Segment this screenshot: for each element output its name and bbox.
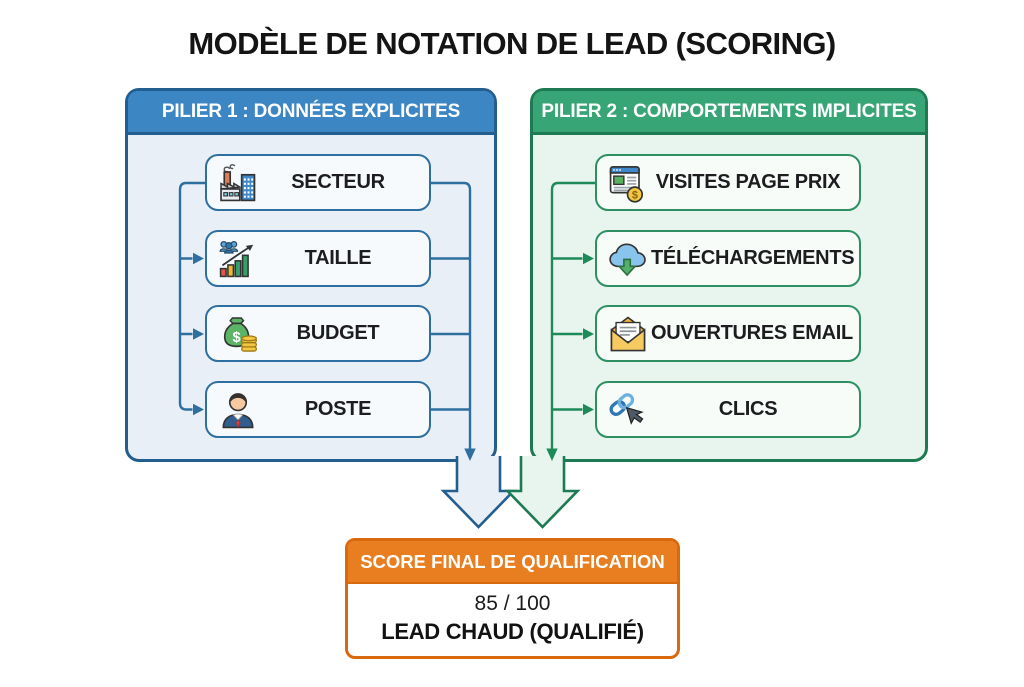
item-label: BUDGET [296, 322, 380, 344]
page-title: MODÈLE DE NOTATION DE LEAD (SCORING) [188, 26, 836, 61]
businessperson-icon [215, 387, 261, 433]
pricing-page-icon: $ [605, 160, 651, 206]
pillar2-item-clics: CLICS [595, 381, 861, 438]
pillar1-header: PILIER 1 : DONNÉES EXPLICITES [128, 91, 494, 135]
item-label: TÉLÉCHARGEMENTS [651, 247, 855, 269]
pillar2-item-ouvertures-email: OUVERTURES EMAIL [595, 305, 861, 362]
item-label: SECTEUR [291, 171, 385, 193]
svg-text:$: $ [632, 189, 638, 201]
item-label: VISITES PAGE PRIX [655, 171, 841, 193]
link-cursor-icon [605, 387, 651, 433]
factory-icon [215, 160, 261, 206]
pillar1-item-secteur: SECTEUR [205, 154, 431, 211]
pillar1-big-arrow [440, 456, 517, 529]
pillar2-header: PILIER 2 : COMPORTEMENTS IMPLICITES [533, 91, 925, 135]
pillar1-item-poste: POSTE [205, 381, 431, 438]
pillar1-item-taille: TAILLE [205, 230, 431, 287]
money-bag-icon: $ [215, 311, 261, 357]
pillar2-item-telechargements: TÉLÉCHARGEMENTS [595, 230, 861, 287]
growth-chart-icon [215, 236, 261, 282]
score-header: SCORE FINAL DE QUALIFICATION [348, 541, 677, 584]
pillar2-item-visites-page-prix: $ VISITES PAGE PRIX [595, 154, 861, 211]
open-email-icon [605, 311, 651, 357]
score-status: LEAD CHAUD (QUALIFIÉ) [381, 619, 644, 644]
pillar1-item-budget: $ BUDGET [205, 305, 431, 362]
item-label: OUVERTURES EMAIL [651, 322, 853, 344]
pillar2-big-arrow [504, 456, 581, 529]
item-label: POSTE [304, 398, 372, 420]
item-label: CLICS [718, 398, 778, 420]
svg-text:$: $ [233, 329, 241, 345]
score-box: SCORE FINAL DE QUALIFICATION 85 / 100 LE… [345, 538, 680, 659]
score-value: 85 / 100 [474, 592, 551, 615]
cloud-download-icon [605, 236, 651, 282]
item-label: TAILLE [304, 247, 372, 269]
